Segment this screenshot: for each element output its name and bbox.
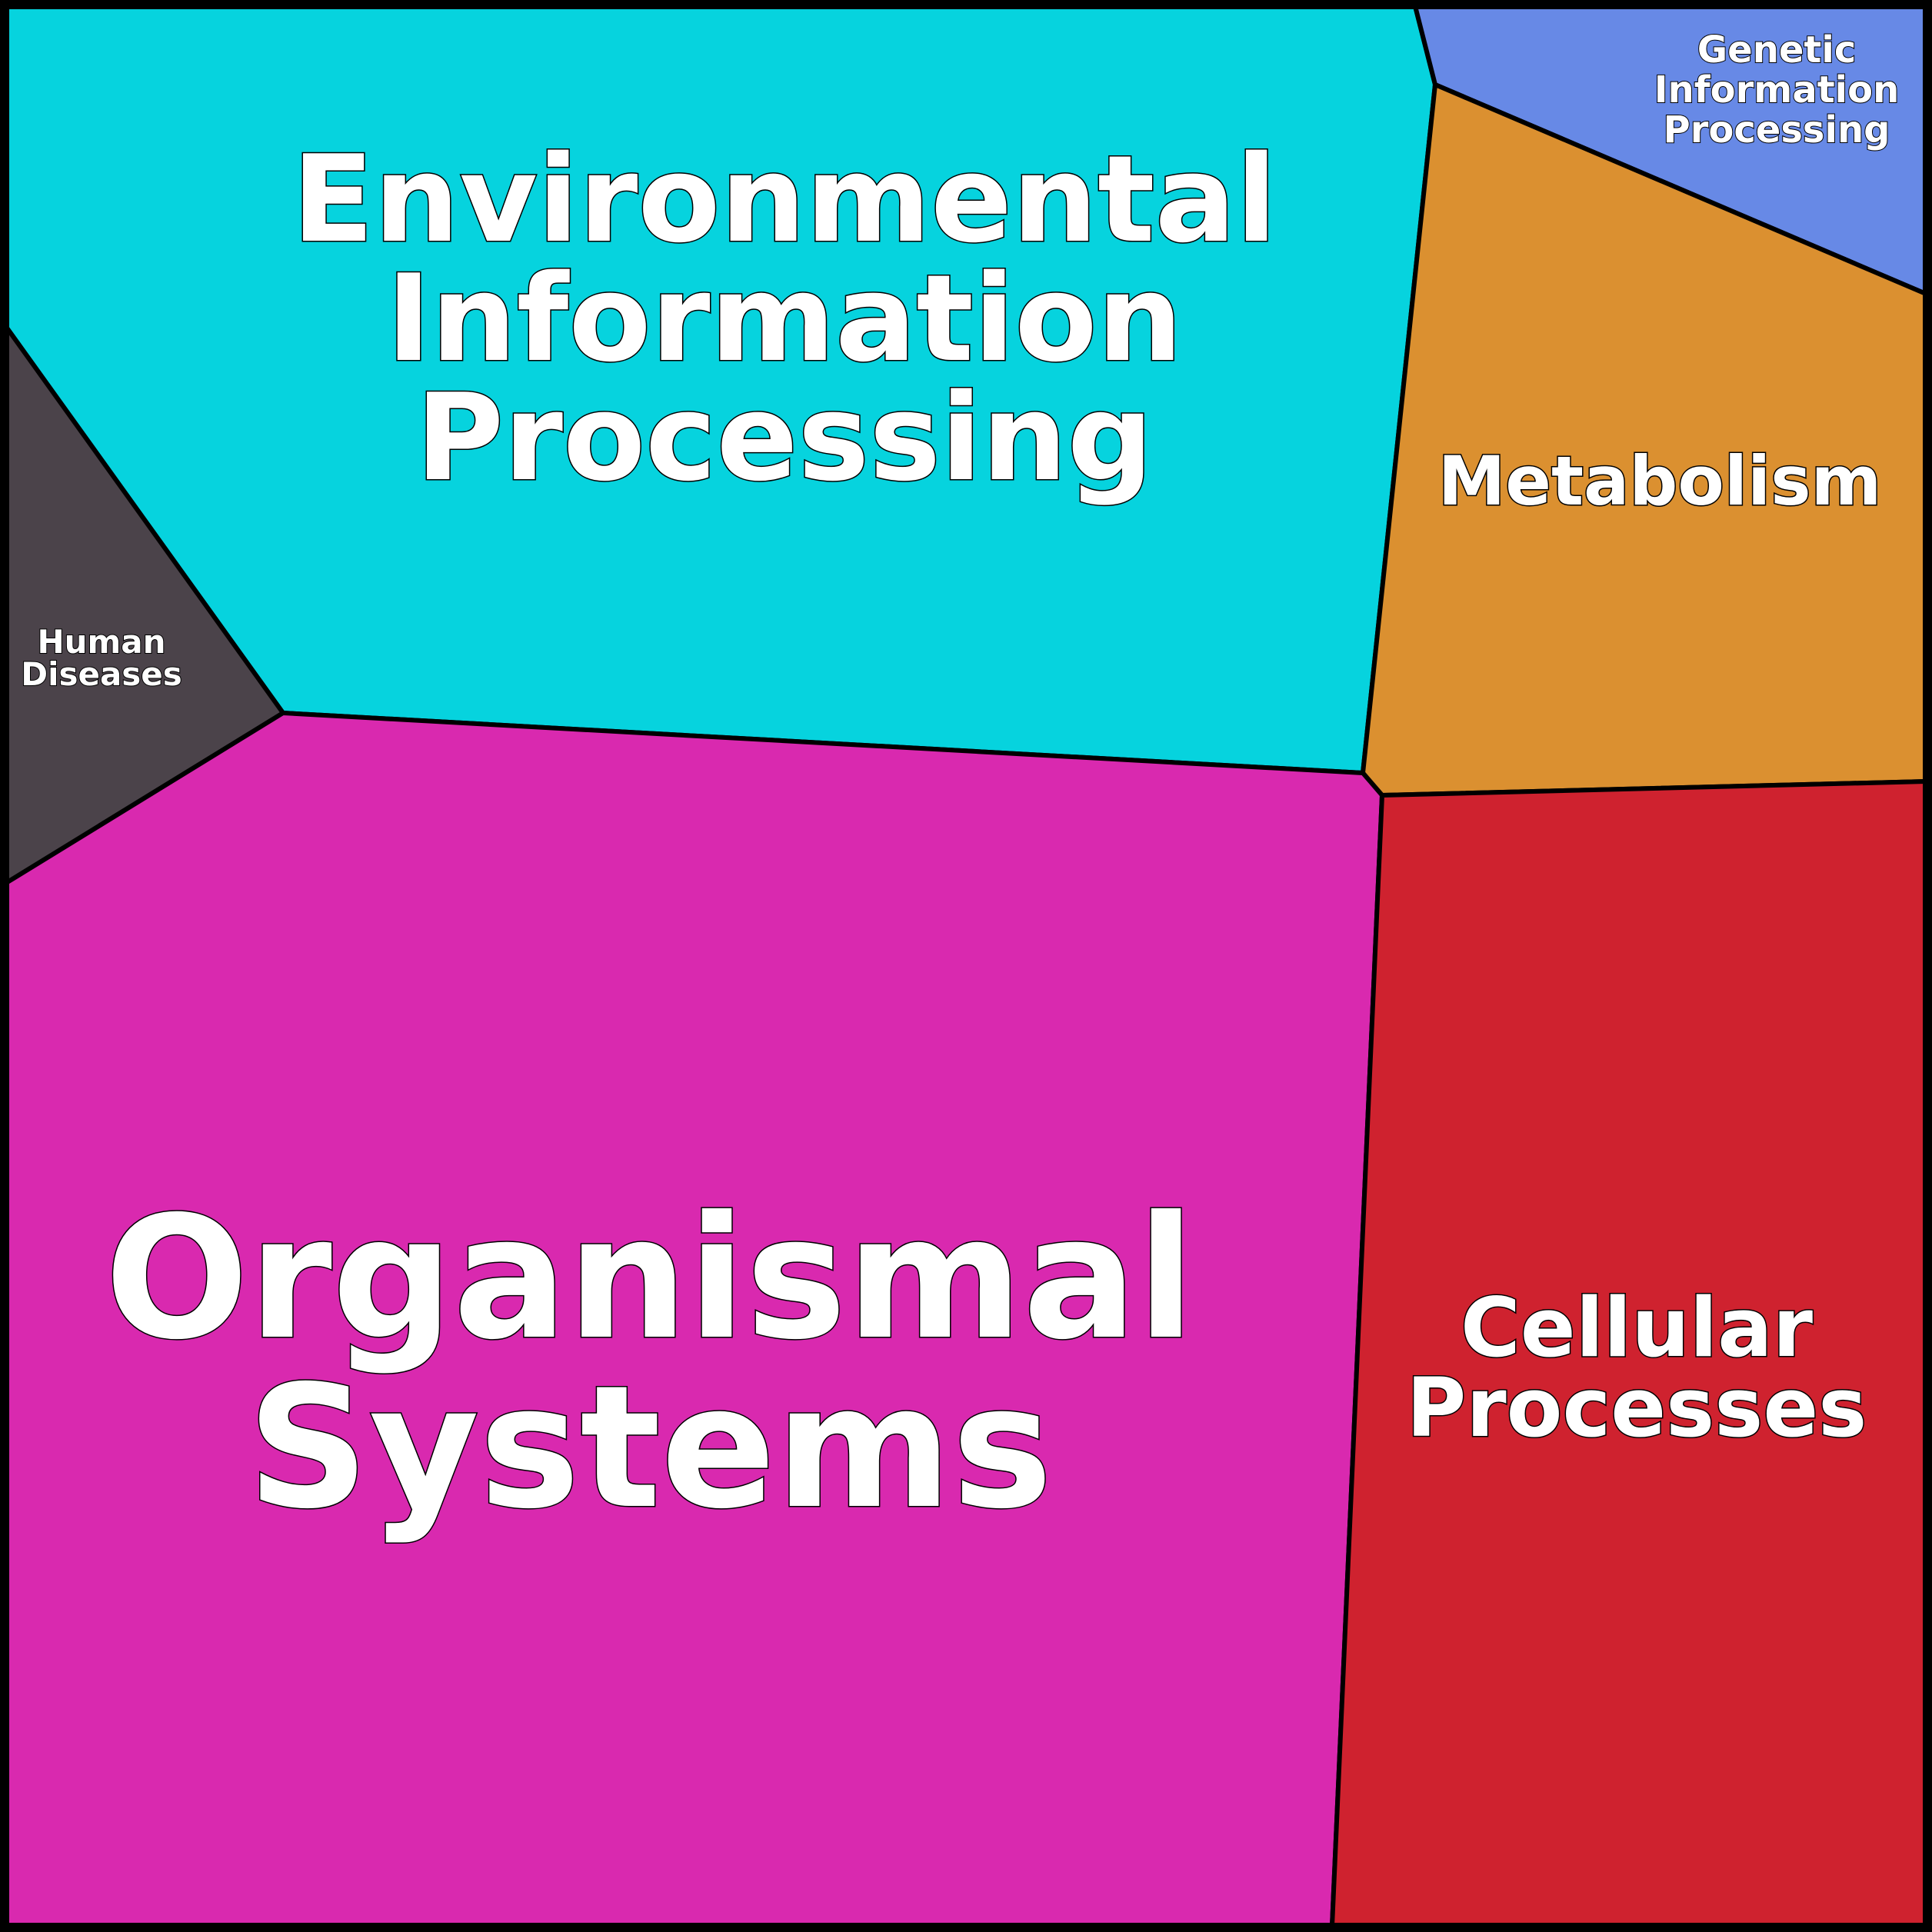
label-line-cellular-processes-2: Processes [1407, 1361, 1867, 1455]
label-line-genetic-information-processing-3: Processing [1664, 108, 1890, 152]
label-metabolism: Metabolism [1438, 441, 1882, 521]
label-line-environmental-information-processing-2: Information [386, 248, 1182, 388]
label-line-genetic-information-processing-2: Information [1654, 68, 1900, 112]
label-line-human-diseases-2: Diseases [21, 655, 182, 693]
label-line-cellular-processes-1: Cellular [1461, 1281, 1813, 1375]
label-line-metabolism-1: Metabolism [1438, 441, 1882, 521]
label-line-environmental-information-processing-1: Environmental [292, 129, 1277, 269]
label-line-organismal-systems-1: Organismal [105, 1180, 1195, 1377]
label-line-genetic-information-processing-1: Genetic [1697, 28, 1857, 72]
label-line-environmental-information-processing-3: Processing [416, 368, 1154, 508]
label-line-human-diseases-1: Human [37, 623, 165, 661]
label-line-organismal-systems-2: Systems [247, 1349, 1052, 1546]
